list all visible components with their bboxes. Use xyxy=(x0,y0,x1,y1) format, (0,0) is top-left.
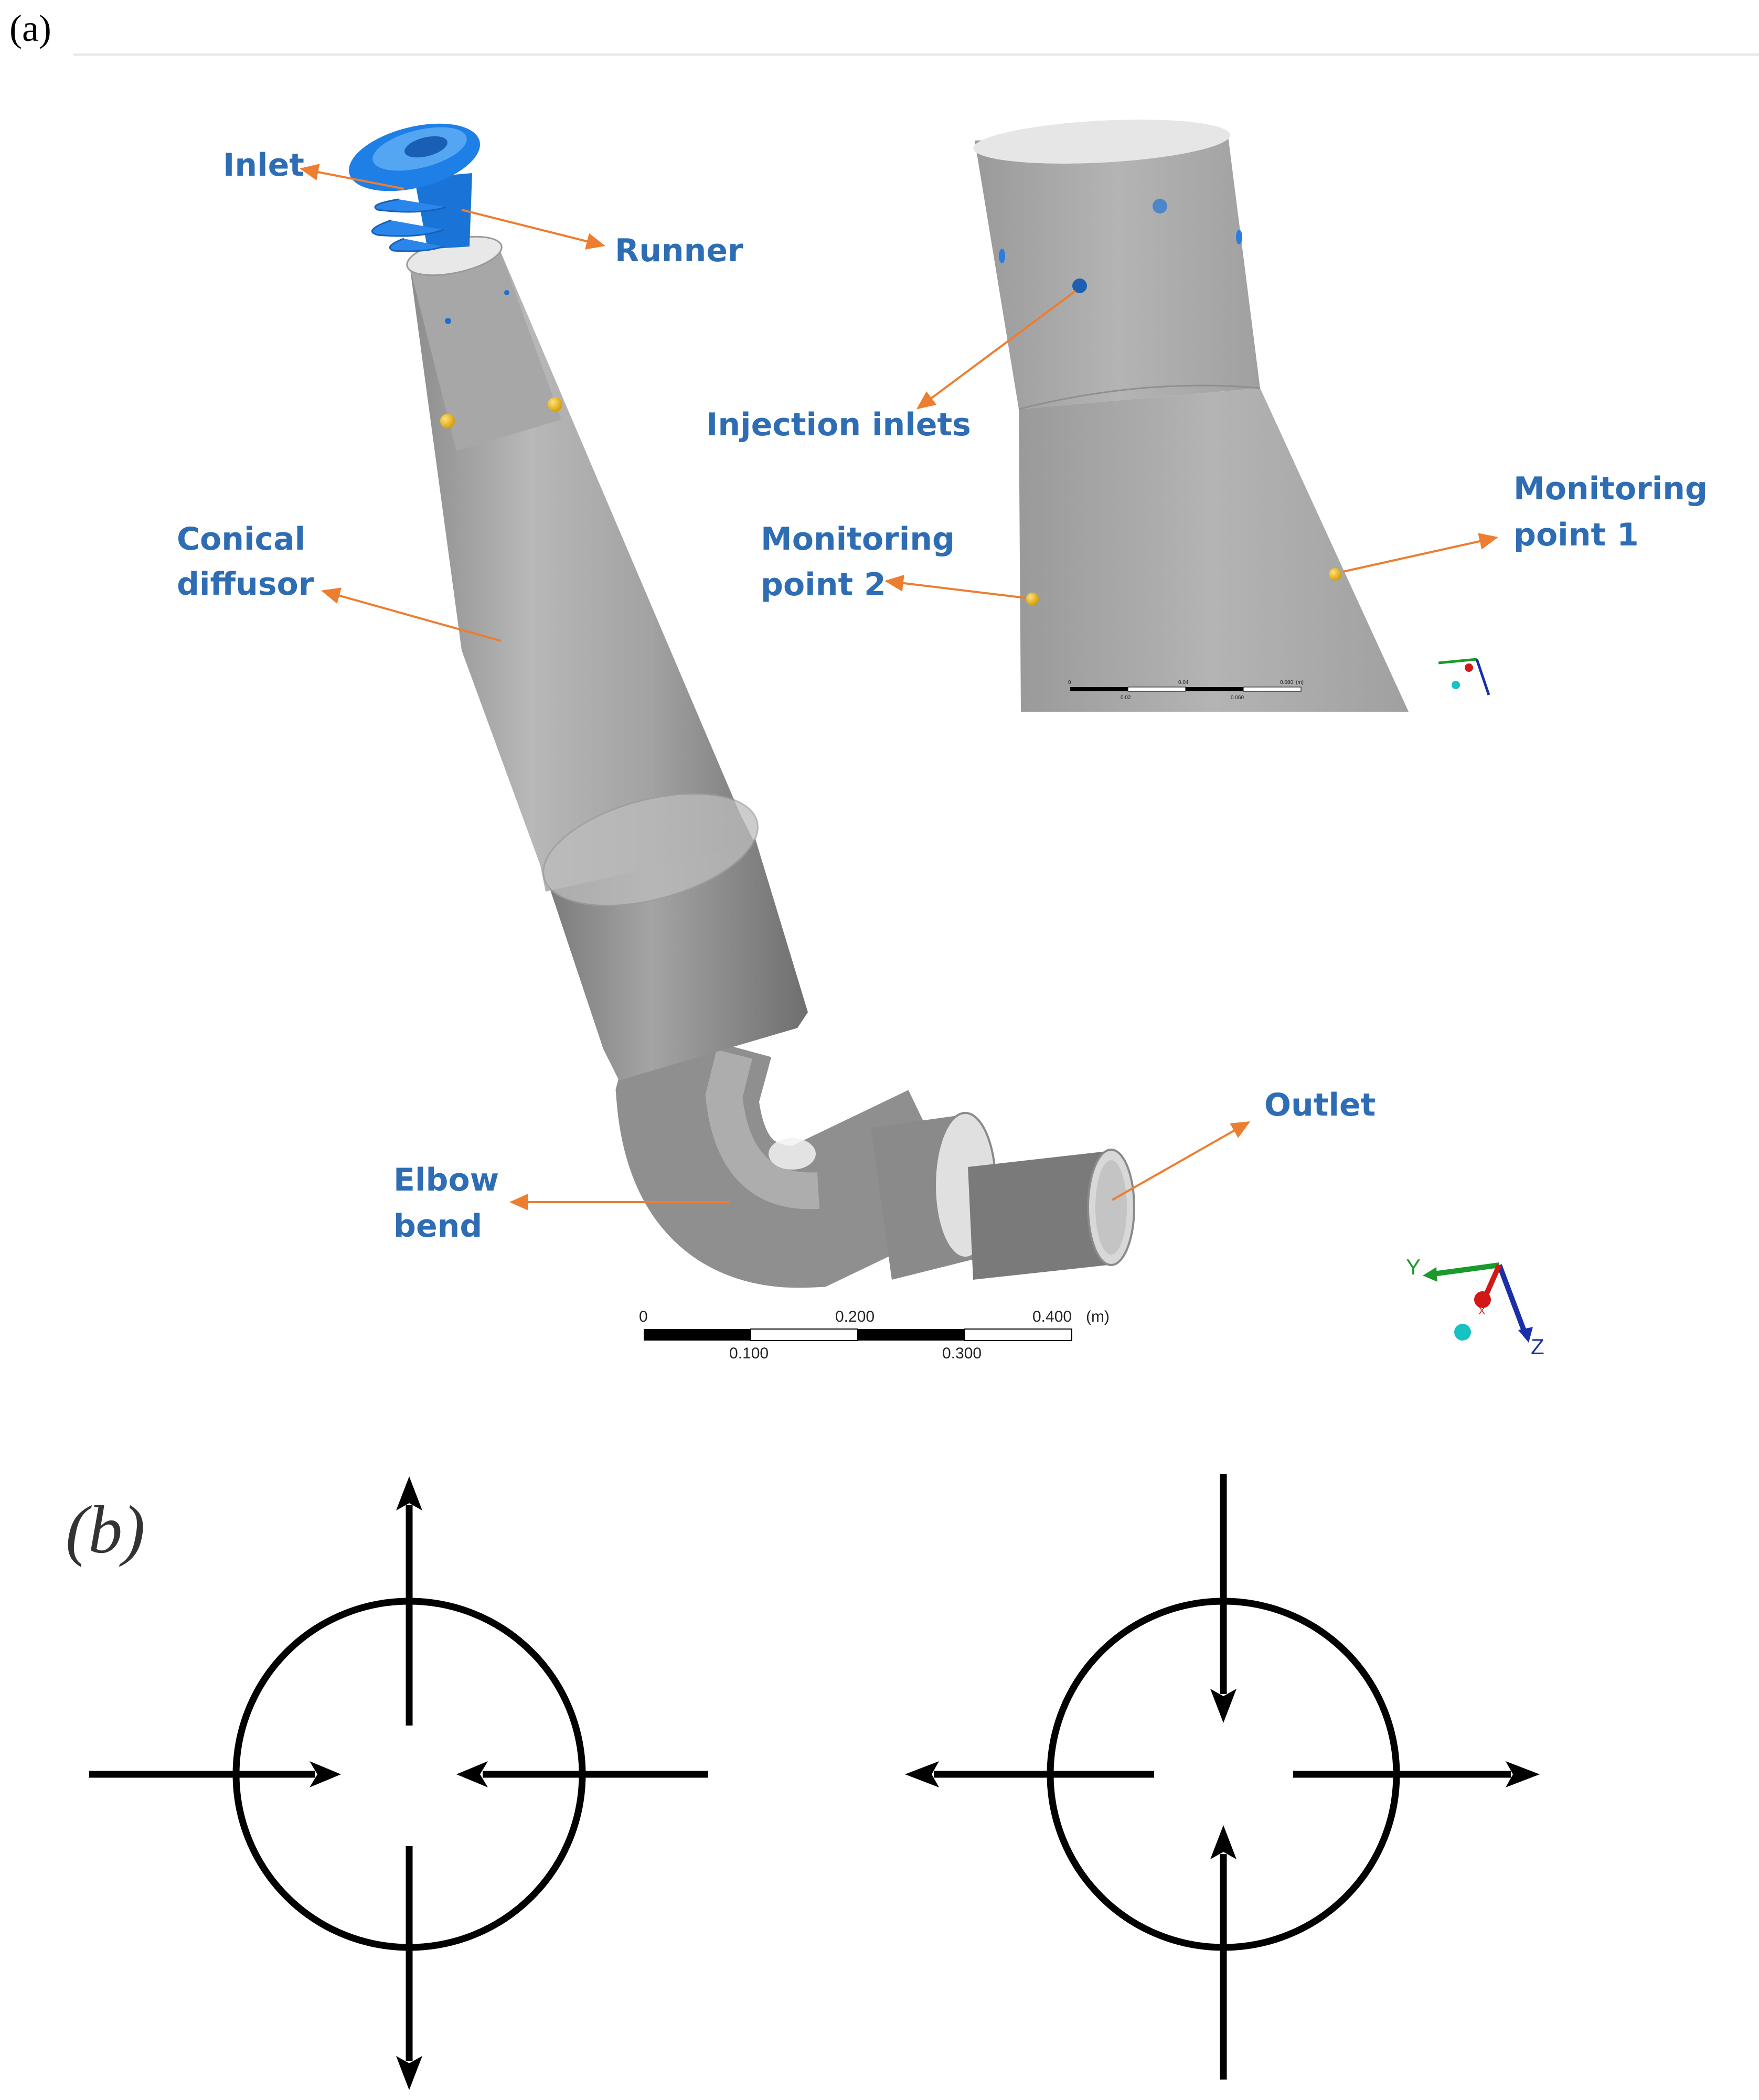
label-inlet: Inlet xyxy=(223,147,304,184)
monitoring-point-marker xyxy=(548,397,562,412)
leader-lines-inset xyxy=(884,290,1498,599)
inset-scale-tick-0: 0 xyxy=(1068,680,1071,685)
inset-seam xyxy=(1018,384,1261,410)
scale-tick-0: 0 xyxy=(639,1308,648,1325)
label-runner: Runner xyxy=(615,232,743,269)
panel-label-a: (a) xyxy=(9,7,51,49)
inset-monitoring-point-1 xyxy=(1329,568,1341,581)
inset-scale-tick-0-060: 0.060 xyxy=(1231,695,1244,701)
throat-section xyxy=(409,247,561,451)
axis-triad-main: Y Z X xyxy=(1406,1255,1544,1359)
axis-triad-inset xyxy=(1438,658,1490,695)
runner xyxy=(349,123,480,252)
axis-label-y: Y xyxy=(1406,1255,1421,1279)
inset-scale-tick-0-080: 0.080 xyxy=(1280,680,1293,685)
scale-unit: (m) xyxy=(1086,1308,1110,1325)
monitoring-point-marker xyxy=(440,414,455,428)
scale-tick-0-200: 0.200 xyxy=(835,1308,875,1325)
elbow-highlight xyxy=(705,1049,820,1209)
inset-scale-unit: (m) xyxy=(1296,680,1304,685)
label-injection-inlets: Injection inlets xyxy=(706,406,971,443)
scale-bar-main: 0 0.200 0.400 (m) 0.100 0.300 xyxy=(639,1308,1110,1362)
inset-monitoring-point-2 xyxy=(1026,593,1039,605)
scale-tick-0-400: 0.400 xyxy=(1032,1308,1072,1325)
injection-pattern-right xyxy=(905,1474,1540,2080)
inset-upper-tube xyxy=(975,132,1260,409)
scale-tick-0-100: 0.100 xyxy=(729,1345,769,1362)
inset-zoom: 0 0.04 0.080 (m) 0.02 0.060 xyxy=(973,120,1409,712)
axis-label-x: X xyxy=(1478,1305,1485,1317)
scale-tick-0-300: 0.300 xyxy=(942,1345,982,1362)
label-monitoring-1-line-2: point 1 xyxy=(1513,517,1639,553)
label-monitoring-2-line-2: point 2 xyxy=(761,566,886,603)
inset-injection-dot xyxy=(999,249,1005,263)
inset-scale-tick-0-02: 0.02 xyxy=(1121,695,1131,701)
label-monitoring-1-line-1: Monitoring xyxy=(1513,470,1708,507)
label-outlet: Outlet xyxy=(1264,1087,1376,1123)
inset-scale-tick-0-04: 0.04 xyxy=(1178,680,1189,685)
injection-dot xyxy=(504,290,509,295)
section-ellipse xyxy=(542,792,759,907)
injection-dot xyxy=(445,318,451,324)
draft-tube-geometry xyxy=(349,123,1135,1288)
axis-label-z: Z xyxy=(1531,1334,1544,1359)
inset-injection-dot xyxy=(1236,230,1242,244)
inset-injection-dot xyxy=(1072,278,1087,293)
inset-lower-cone xyxy=(1019,388,1409,712)
label-conical-line-1: Conical xyxy=(177,521,305,558)
scale-bar-inset: 0 0.04 0.080 (m) 0.02 0.060 xyxy=(1068,680,1304,701)
outlet-assembly xyxy=(871,1112,1135,1280)
inset-top-opening xyxy=(973,120,1230,164)
leader-lines-main xyxy=(300,164,1251,1210)
label-elbow-line-2: bend xyxy=(393,1208,482,1245)
label-conical-line-2: diffusor xyxy=(177,566,314,603)
inset-injection-dot xyxy=(1153,199,1167,213)
label-monitoring-2-line-1: Monitoring xyxy=(761,521,955,558)
elbow-specular xyxy=(769,1138,816,1170)
panel-label-b: (b) xyxy=(66,1492,145,1568)
injection-pattern-left xyxy=(89,1476,708,2090)
elbow-bend xyxy=(615,1020,970,1288)
label-elbow-line-1: Elbow xyxy=(393,1162,499,1198)
